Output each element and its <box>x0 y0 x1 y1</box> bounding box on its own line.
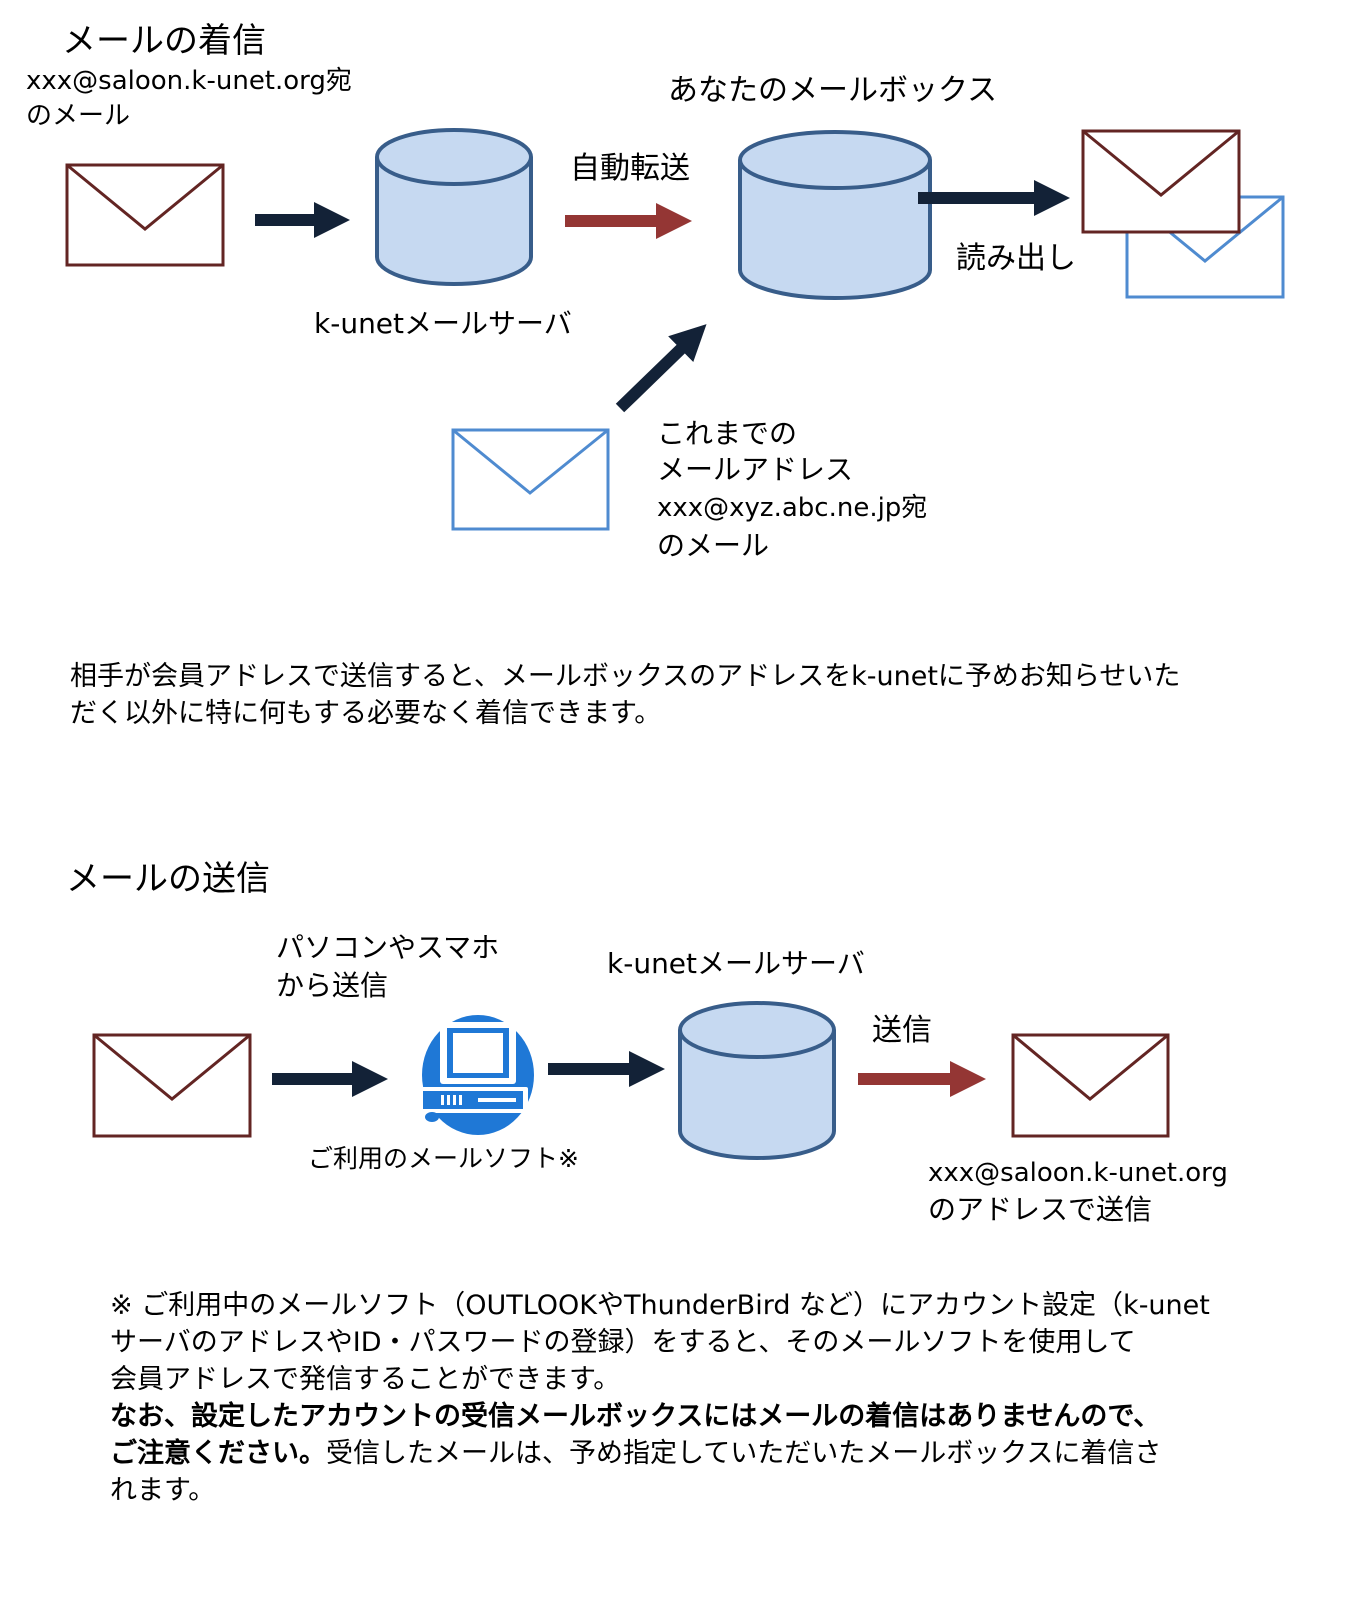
kunet-server-cylinder-icon <box>375 128 533 286</box>
computer-icon <box>418 1015 534 1135</box>
from-device-label-line1: パソコンやスマホ <box>276 931 500 964</box>
note-line2: サーバのアドレスやID・パスワードの登録）をすると、そのメールソフトを使用して <box>110 1327 1136 1358</box>
from-device-label-line2: から送信 <box>276 969 389 1002</box>
old-address-label-line4: のメール <box>657 529 770 562</box>
note-line5-normal: 受信したメールは、予め指定していただいたメールボックスに着信さ <box>326 1438 1162 1469</box>
note-line6: れます。 <box>110 1475 216 1506</box>
incoming-address-label: xxx@saloon.k-unet.org宛 <box>26 66 352 96</box>
receive-description-line1: 相手が会員アドレスで送信すると、メールボックスのアドレスをk-unetに予めお知… <box>70 661 1181 692</box>
read-mail-brown-envelope-icon <box>1081 129 1241 234</box>
send-label: 送信 <box>872 1013 932 1048</box>
send-section-title: メールの送信 <box>66 859 270 899</box>
note-line5-bold: ご注意ください。 <box>110 1438 326 1469</box>
incoming-mail-envelope-icon <box>65 163 225 267</box>
auto-forward-label: 自動転送 <box>570 151 690 186</box>
mailbox-cylinder-icon <box>738 130 932 300</box>
send-server-label: k-unetメールサーバ <box>607 947 865 980</box>
sent-mail-envelope-icon <box>1011 1033 1170 1138</box>
read-out-label: 読み出し <box>956 241 1076 276</box>
note-line1: ※ ご利用中のメールソフト（OUTLOOKやThunderBird など）にアカ… <box>110 1290 1210 1321</box>
note-line5: ご注意ください。受信したメールは、予め指定していただいたメールボックスに着信さ <box>110 1435 1161 1472</box>
old-address-arrow-icon <box>615 324 707 413</box>
old-address-label-line3: xxx@xyz.abc.ne.jp宛 <box>657 493 928 523</box>
receive-section-title: メールの着信 <box>62 21 266 61</box>
dest-address-label-line1: xxx@saloon.k-unet.org <box>928 1158 1228 1188</box>
note-line3: 会員アドレスで発信することができます。 <box>110 1364 621 1395</box>
kunet-server-label: k-unetメールサーバ <box>314 307 572 340</box>
mailbox-label: あなたのメールボックス <box>668 73 998 108</box>
old-address-label-line1: これまでの <box>657 417 798 450</box>
receive-description-line2: だく以外に特に何もする必要なく着信できます。 <box>70 698 662 729</box>
old-address-label-line2: メールアドレス <box>657 453 854 486</box>
mail-software-label: ご利用のメールソフト※ <box>308 1144 579 1173</box>
send-server-cylinder-icon <box>678 1001 836 1160</box>
send-mail-envelope-icon <box>92 1033 252 1138</box>
dest-address-label-line2: のアドレスで送信 <box>928 1193 1153 1226</box>
note-line4-bold: なお、設定したアカウントの受信メールボックスにはメールの着信はありませんので、 <box>110 1401 1161 1432</box>
old-address-envelope-icon <box>451 428 610 531</box>
incoming-address-label-line2: のメール <box>26 101 131 131</box>
